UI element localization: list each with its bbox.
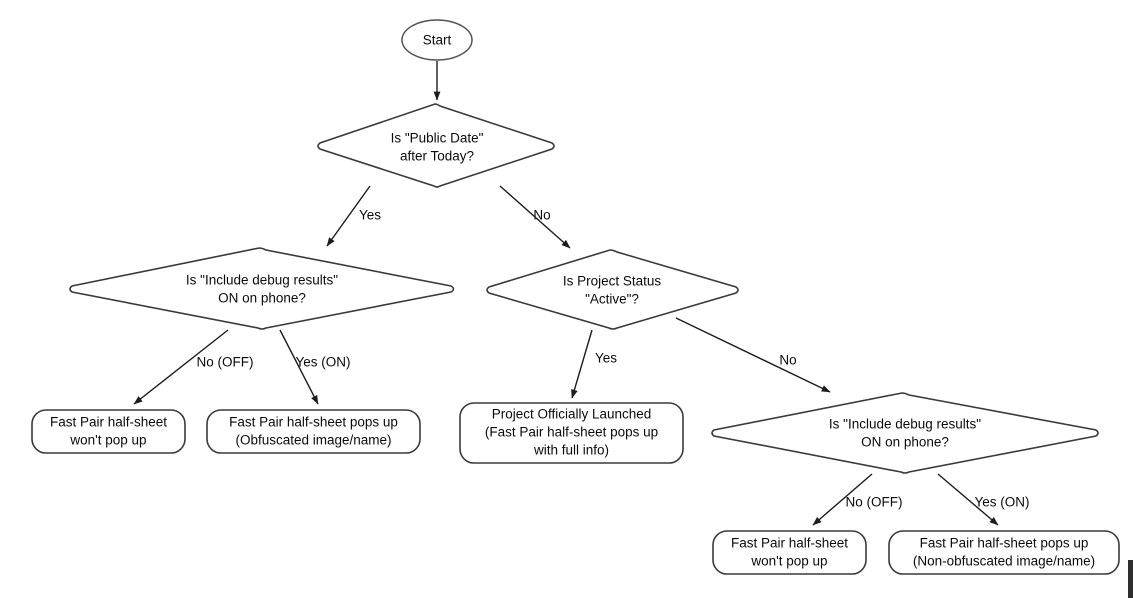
node-terminal-right-on-line-2: (Non-obfuscated image/name) [913, 554, 1095, 569]
edge-label-public-date-yes: Yes [359, 208, 381, 223]
edge-debug-right-on: Yes (ON) [937, 473, 1030, 526]
edge-debug-left-off: No (OFF) [133, 329, 254, 405]
node-terminal-right-off[interactable]: Fast Pair half-sheet won't pop up [712, 530, 867, 575]
node-terminal-right-on-line-1: Fast Pair half-sheet pops up [920, 536, 1089, 551]
node-terminal-left-on-line-2: (Obfuscated image/name) [235, 433, 391, 448]
node-terminal-launched-line-1: Project Officially Launched [492, 407, 652, 422]
node-decision-project-status[interactable]: Is Project Status "Active"? [486, 249, 739, 330]
edge-public-date-yes: Yes [326, 185, 381, 247]
node-terminal-launched[interactable]: Project Officially Launched (Fast Pair h… [459, 402, 684, 464]
node-terminal-left-on[interactable]: Fast Pair half-sheet pops up (Obfuscated… [206, 409, 421, 454]
edge-label-debug-left-off: No (OFF) [197, 355, 254, 370]
node-decision-public-date[interactable]: Is "Public Date" after Today? [317, 103, 555, 188]
edge-label-debug-right-off: No (OFF) [846, 495, 903, 510]
node-terminal-left-off-line-2: won't pop up [69, 433, 146, 448]
node-start[interactable]: Start [401, 19, 473, 61]
node-terminal-left-off[interactable]: Fast Pair half-sheet won't pop up [31, 409, 186, 454]
node-decision-public-date-line-2: after Today? [400, 149, 474, 164]
node-terminal-left-on-line-1: Fast Pair half-sheet pops up [229, 415, 398, 430]
node-decision-debug-right[interactable]: Is "Include debug results" ON on phone? [711, 392, 1099, 474]
edge-label-debug-left-on: Yes (ON) [295, 355, 350, 370]
node-terminal-launched-line-2: (Fast Pair half-sheet pops up [485, 425, 658, 440]
edge-label-project-status-no: No [779, 353, 796, 368]
edge-debug-right-off: No (OFF) [812, 473, 903, 526]
node-decision-project-status-line-2: "Active"? [585, 292, 639, 307]
node-terminal-right-on[interactable]: Fast Pair half-sheet pops up (Non-obfusc… [888, 530, 1120, 575]
node-terminal-left-off-line-1: Fast Pair half-sheet [50, 415, 167, 430]
edge-label-public-date-no: No [533, 208, 550, 223]
node-decision-project-status-line-1: Is Project Status [563, 274, 662, 289]
node-terminal-right-off-line-1: Fast Pair half-sheet [731, 536, 848, 551]
edge-debug-left-on: Yes (ON) [279, 329, 351, 405]
node-decision-debug-right-line-2: ON on phone? [861, 435, 949, 450]
edge-project-status-yes: Yes [571, 329, 617, 399]
edge-public-date-no: No [499, 185, 571, 249]
node-start-label: Start [423, 33, 452, 48]
node-decision-debug-left-line-1: Is "Include debug results" [186, 273, 338, 288]
node-terminal-launched-line-3: with full info) [533, 443, 609, 458]
page-edge-artifact [1128, 560, 1133, 598]
edge-label-project-status-yes: Yes [595, 351, 617, 366]
edge-label-debug-right-on: Yes (ON) [974, 495, 1029, 510]
edge-project-status-no: No [675, 317, 831, 393]
node-decision-public-date-line-1: Is "Public Date" [391, 131, 484, 146]
node-decision-debug-left[interactable]: Is "Include debug results" ON on phone? [69, 247, 455, 330]
node-decision-debug-right-line-1: Is "Include debug results" [829, 417, 981, 432]
node-terminal-right-off-line-2: won't pop up [750, 554, 827, 569]
node-decision-debug-left-line-2: ON on phone? [218, 291, 306, 306]
